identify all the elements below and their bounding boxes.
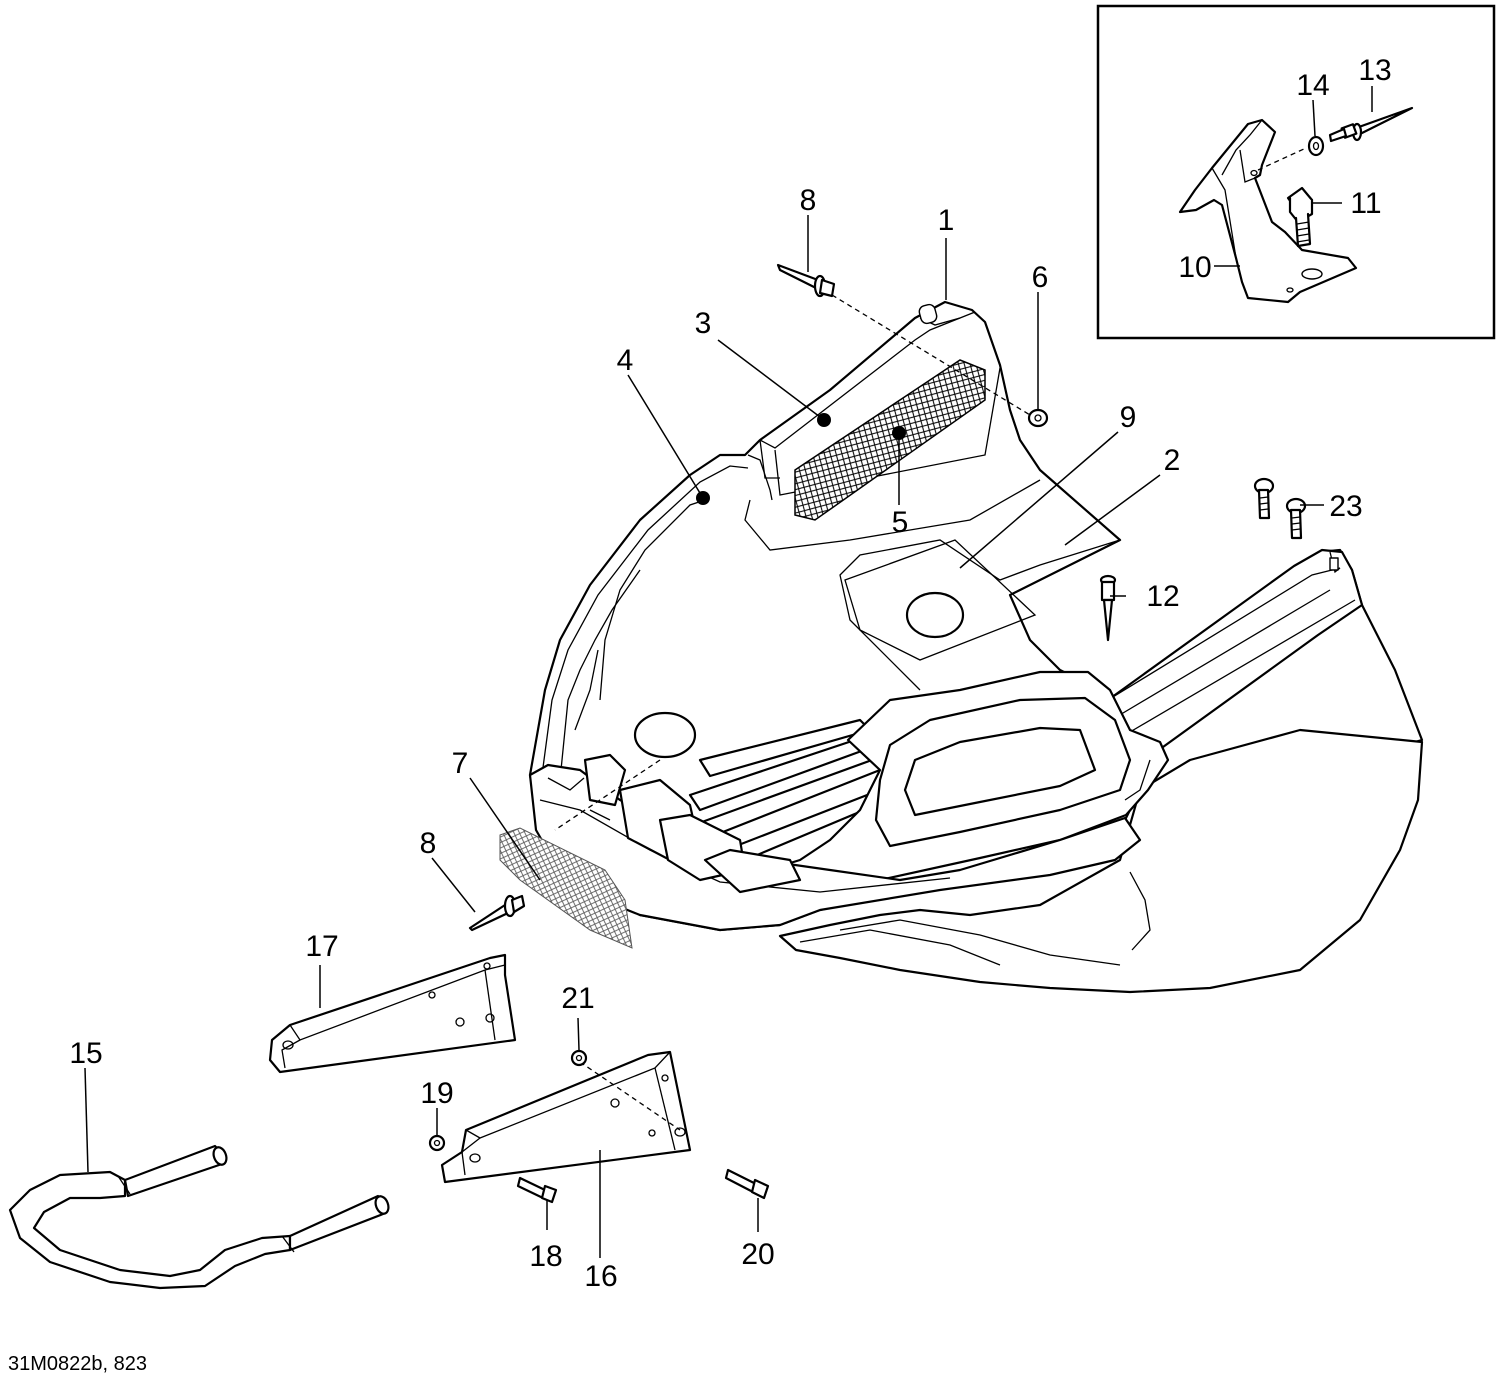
inset-rivet: [1328, 106, 1414, 143]
hood-lower-skirt: [778, 728, 1424, 994]
callout-16: 16: [584, 1260, 617, 1293]
leader-lines: [84, 86, 1373, 1258]
callout-8-lower: 8: [420, 827, 437, 860]
figure-caption: 31M0822b, 823: [8, 1353, 147, 1375]
callout-14: 14: [1296, 69, 1329, 102]
callout-6: 6: [1032, 261, 1049, 294]
callout-20: 20: [741, 1238, 774, 1271]
decal-9: [844, 539, 1037, 661]
bolt-20: [724, 1168, 770, 1200]
callout-23: 23: [1329, 490, 1362, 523]
callout-4: 4: [617, 344, 634, 377]
bracket-16: [440, 1050, 692, 1184]
callout-10: 10: [1178, 251, 1211, 284]
inset-detail: [1096, 4, 1496, 340]
inset-washer: [1307, 135, 1325, 157]
bracket-17: [268, 953, 517, 1074]
callout-9: 9: [1120, 401, 1137, 434]
callout-labels: 1 2 3 4 5 6 7 8 8 9 10 11 12 13 14 15 16…: [69, 54, 1391, 1293]
callout-21: 21: [561, 982, 594, 1015]
callout-5: 5: [892, 506, 909, 539]
handle-15: [8, 1144, 390, 1290]
callout-8-top: 8: [800, 184, 817, 217]
callout-15: 15: [69, 1037, 102, 1070]
callout-2: 2: [1164, 444, 1181, 477]
callout-18: 18: [529, 1240, 562, 1273]
inset-bracket: [1178, 118, 1358, 304]
hood-assembly: [499, 300, 1424, 994]
callout-3: 3: [695, 307, 712, 340]
mesh-grille-5: [794, 359, 986, 521]
rivet-8-top: [776, 263, 836, 298]
mesh-grille-7: [499, 827, 633, 949]
inset-bolt: [1286, 186, 1314, 248]
callout-17: 17: [305, 930, 338, 963]
bolts-23: [1253, 477, 1307, 540]
decal-2: [839, 469, 1122, 691]
callout-12: 12: [1146, 580, 1179, 613]
callout-1: 1: [938, 204, 955, 237]
rivet-12: [1099, 574, 1117, 642]
rivet-8-lower: [468, 894, 526, 932]
bolt-18: [516, 1176, 558, 1204]
nut-21: [570, 1049, 588, 1067]
callout-19: 19: [420, 1077, 453, 1110]
nut-19: [428, 1134, 446, 1152]
grommet-6: [1027, 408, 1049, 428]
callout-11: 11: [1350, 187, 1381, 220]
callout-13: 13: [1358, 54, 1391, 87]
callout-7: 7: [452, 747, 469, 780]
